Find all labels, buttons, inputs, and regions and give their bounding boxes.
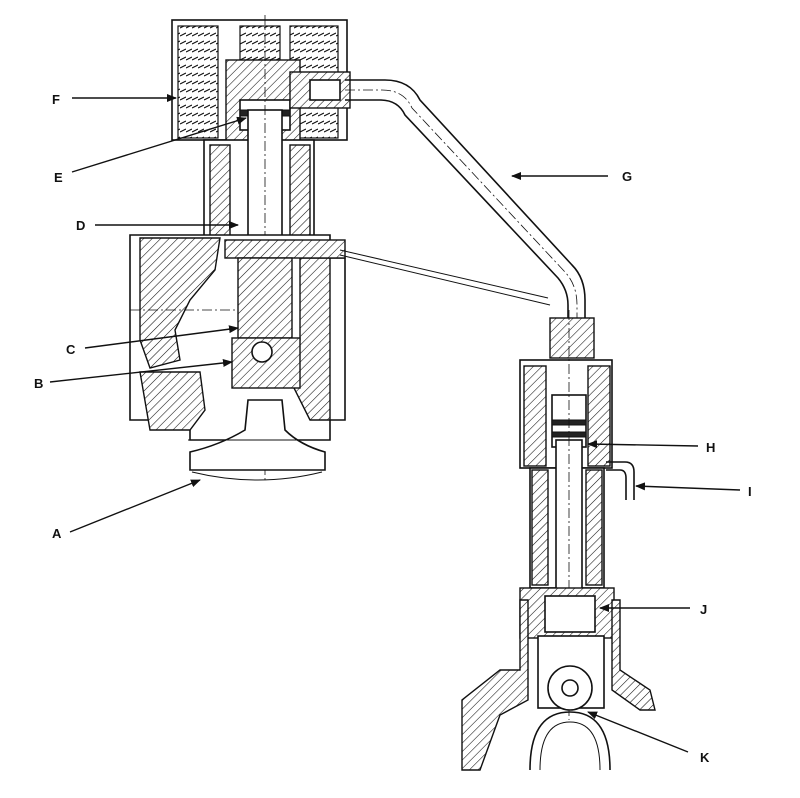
pump-head-wall-left [523,365,547,467]
leader-i [635,482,741,491]
drain-line-2 [339,249,549,299]
pump-body-wall-left [531,469,549,586]
leader-e [71,116,247,173]
valve-cage-wall-left [139,237,221,369]
label-d: D [76,218,85,233]
pump-body-wall-right [585,469,603,586]
guide-tube-wall-right [289,144,311,241]
label-b: B [34,376,43,391]
valve-head [189,399,326,471]
oil-pipe-centerline [345,89,578,320]
leader-h [587,440,699,449]
leader-a [69,479,201,533]
rotator-pin [251,341,273,363]
pump-assembly [461,310,656,771]
leader-b [49,359,233,383]
label-f: F [52,92,60,107]
cam-housing-right [611,599,656,711]
oil-inlet-pipe-inner [606,469,627,500]
pump-head-wall-right [587,365,611,467]
spring-coils-left [177,25,219,139]
pipe-nut-upper [309,79,341,101]
leader-k [587,711,689,753]
stem-bushing [237,257,293,339]
labels: A B C D E F G H I J K [34,92,752,765]
callouts [49,94,741,753]
valve-assembly [129,15,351,481]
oil-pipe-inner [345,99,569,320]
plunger-spring-seat [544,595,596,633]
oil-pipe-outer [345,79,586,320]
guide-tube-wall-left [209,144,231,241]
label-c: C [66,342,76,357]
label-a: A [52,526,62,541]
camshaft [529,711,611,771]
label-g: G [622,169,632,184]
leader-c [84,325,239,349]
label-i: I [748,484,752,499]
label-h: H [706,440,715,455]
drain-line [339,254,551,306]
valve-cage-lower-left [139,371,206,431]
cage-flange [224,239,346,259]
label-k: K [700,750,710,765]
oil-pipe [339,79,586,320]
pump-pipe-connector [549,317,595,359]
oil-inlet-pipe [606,461,635,500]
valve-face [191,471,323,481]
camshaft-inner [539,721,601,771]
label-e: E [54,170,63,185]
label-j: J [700,602,707,617]
roller-pin [561,679,579,697]
cam-housing [461,599,529,771]
